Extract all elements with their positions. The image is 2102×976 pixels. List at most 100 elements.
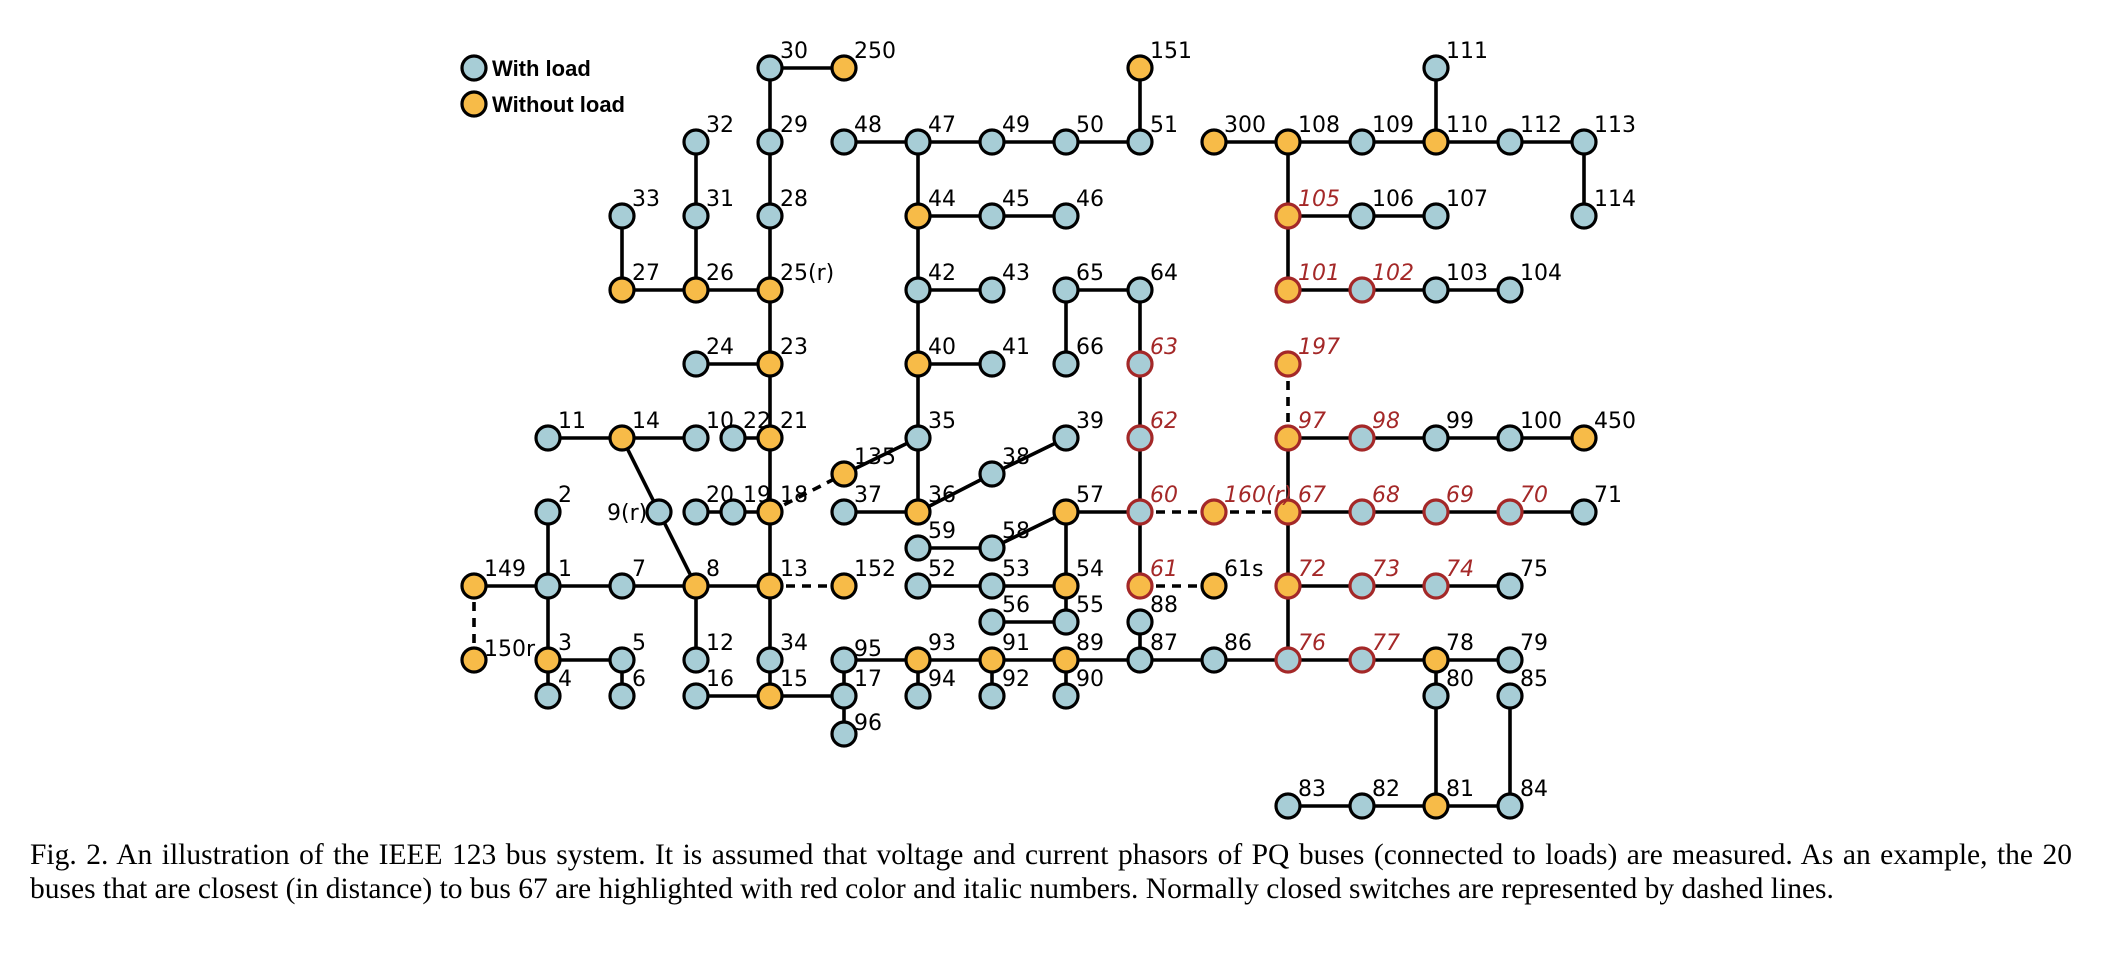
bus-65: [1052, 276, 1080, 304]
bus-44: [904, 202, 932, 230]
bus-label-75: 75: [1520, 557, 1548, 582]
bus-57: [1052, 498, 1080, 526]
legend-without-load-label: Without load: [492, 92, 625, 117]
bus-112: [1496, 128, 1524, 156]
figure-caption: Fig. 2. An illustration of the IEEE 123 …: [30, 839, 2072, 905]
bus-77: [1348, 646, 1376, 674]
bus-label-78: 78: [1446, 631, 1474, 656]
bus-label-19: 19: [743, 483, 771, 508]
bus-label-24: 24: [706, 335, 734, 360]
bus-55: [1052, 608, 1080, 636]
bus-label-55: 55: [1076, 593, 1104, 618]
bus-72: [1274, 572, 1302, 600]
bus-label-31: 31: [706, 187, 734, 212]
bus-label-38: 38: [1002, 445, 1030, 470]
bus-113: [1570, 128, 1598, 156]
bus-label-111: 111: [1446, 39, 1488, 64]
bus-label-33: 33: [632, 187, 660, 212]
bus-34: [756, 646, 784, 674]
bus-label-67: 67: [1298, 483, 1326, 508]
bus-label-14: 14: [632, 409, 660, 434]
bus-30: [756, 54, 784, 82]
bus-50: [1052, 128, 1080, 156]
bus-104: [1496, 276, 1524, 304]
bus-label-197: 197: [1298, 335, 1340, 360]
bus-label-98: 98: [1372, 409, 1400, 434]
bus-75: [1496, 572, 1524, 600]
bus-label-3: 3: [558, 631, 572, 656]
bus-450: [1570, 424, 1598, 452]
bus-79: [1496, 646, 1524, 674]
bus-label-18: 18: [780, 483, 808, 508]
bus-51: [1126, 128, 1154, 156]
line-9r-14: [620, 437, 661, 513]
legend-with-load-marker: [460, 54, 488, 82]
bus-label-151: 151: [1150, 39, 1192, 64]
bus-109: [1348, 128, 1376, 156]
bus-160r: [1200, 498, 1228, 526]
bus-90: [1052, 682, 1080, 710]
bus-42: [904, 276, 932, 304]
bus-9r: [645, 498, 673, 526]
legend-with-load-label: With load: [492, 56, 591, 81]
switch-18-135: [769, 472, 845, 514]
bus-label-10: 10: [706, 409, 734, 434]
bus-label-16: 16: [706, 667, 734, 692]
bus-label-83: 83: [1298, 777, 1326, 802]
bus-label-450: 450: [1594, 409, 1636, 434]
bus-label-97: 97: [1298, 409, 1326, 434]
bus-91: [978, 646, 1006, 674]
bus-label-15: 15: [780, 667, 808, 692]
bus-label-92: 92: [1002, 667, 1030, 692]
bus-22: [719, 424, 747, 452]
bus-label-66: 66: [1076, 335, 1104, 360]
bus-label-250: 250: [854, 39, 896, 64]
bus-label-58: 58: [1002, 519, 1030, 544]
bus-label-43: 43: [1002, 261, 1030, 286]
bus-105: [1274, 202, 1302, 230]
bus-label-102: 102: [1372, 261, 1414, 286]
bus-label-12: 12: [706, 631, 734, 656]
bus-62: [1126, 424, 1154, 452]
line-8-9r: [657, 511, 698, 587]
bus-92: [978, 682, 1006, 710]
bus-76: [1274, 646, 1302, 674]
bus-label-8: 8: [706, 557, 720, 582]
bus-label-150r: 150r: [484, 637, 536, 662]
bus-83: [1274, 792, 1302, 820]
bus-label-29: 29: [780, 113, 808, 138]
bus-label-28: 28: [780, 187, 808, 212]
bus-15: [756, 682, 784, 710]
bus-label-41: 41: [1002, 335, 1030, 360]
bus-31: [682, 202, 710, 230]
bus-label-48: 48: [854, 113, 882, 138]
bus-108: [1274, 128, 1302, 156]
switches-layer: [472, 364, 1290, 660]
buses-layer: [460, 54, 1598, 820]
bus-label-1: 1: [558, 557, 572, 582]
bus-label-36: 36: [928, 483, 956, 508]
bus-82: [1348, 792, 1376, 820]
bus-71: [1570, 498, 1598, 526]
bus-label-73: 73: [1372, 557, 1400, 582]
bus-label-91: 91: [1002, 631, 1030, 656]
bus-89: [1052, 646, 1080, 674]
bus-86: [1200, 646, 1228, 674]
bus-28: [756, 202, 784, 230]
bus-label-4: 4: [558, 667, 572, 692]
bus-label-17: 17: [854, 667, 882, 692]
bus-47: [904, 128, 932, 156]
bus-label-54: 54: [1076, 557, 1104, 582]
bus-250: [830, 54, 858, 82]
bus-95: [830, 646, 858, 674]
bus-68: [1348, 498, 1376, 526]
bus-150r: [460, 646, 488, 674]
bus-label-101: 101: [1298, 261, 1340, 286]
bus-label-149: 149: [484, 557, 526, 582]
bus-label-104: 104: [1520, 261, 1562, 286]
bus-16: [682, 682, 710, 710]
bus-61: [1126, 572, 1154, 600]
bus-label-49: 49: [1002, 113, 1030, 138]
